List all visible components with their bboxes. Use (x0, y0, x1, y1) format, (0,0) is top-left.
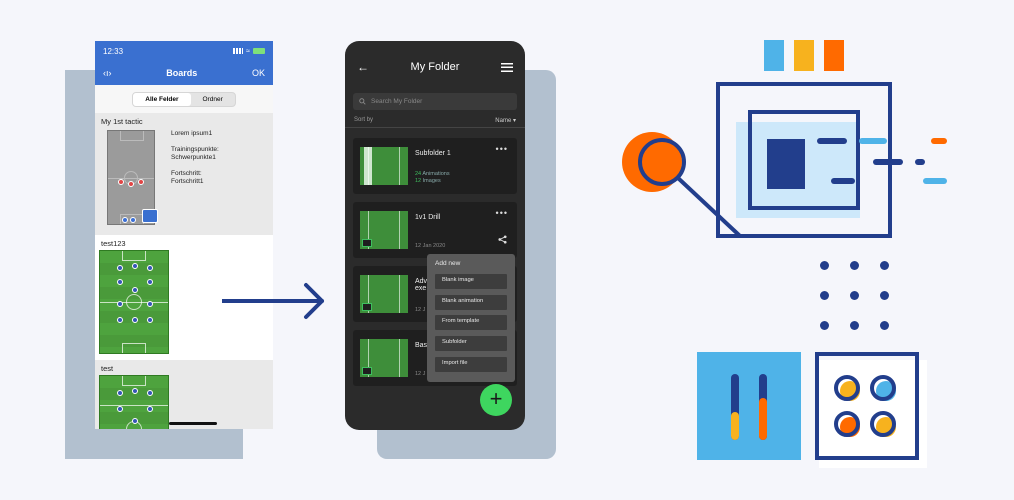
grid-dot (820, 321, 829, 330)
magnifier-illustration (622, 82, 947, 238)
menu-title: Add new (435, 260, 461, 267)
status-icons: ≈ (233, 48, 265, 55)
card-date: 12 J (415, 307, 426, 313)
search-icon (359, 98, 366, 105)
grid-dot (880, 261, 889, 270)
status-bar: 12:33 ≈ (95, 41, 273, 61)
grid-dot (850, 261, 859, 270)
deco-bar-sky (764, 40, 784, 71)
sort-value: Name (495, 118, 512, 124)
sort-label: Sort by (354, 117, 374, 123)
info-line: Lorem ipsum1 (171, 130, 213, 137)
search-input[interactable]: Search My Folder (353, 93, 517, 110)
status-time: 12:33 (103, 46, 124, 56)
deco-bar-amber (794, 40, 814, 71)
grid-dot (820, 261, 829, 270)
sort-select[interactable]: Name ▾ (495, 117, 516, 124)
info-line: Fortschritt1 (171, 178, 204, 185)
card-date: 12 J (415, 371, 426, 377)
deco-bar-orange (824, 40, 844, 71)
wifi-icon: ≈ (246, 47, 250, 55)
player-marker (128, 181, 134, 187)
nav-back-button[interactable]: ‹ı› (103, 68, 112, 78)
play-icon (362, 367, 372, 375)
folder-title: My Folder (410, 61, 460, 73)
card-title: Bas (415, 342, 428, 349)
info-line: Schwerpunkte1 (171, 154, 216, 161)
segment-all-fields[interactable]: Alle Felder (133, 92, 191, 106)
more-icon[interactable]: ••• (495, 144, 508, 154)
signal-icon (233, 48, 244, 54)
boards-phone: 12:33 ≈ ‹ı› Boards OK Alle Felder Ordner… (95, 41, 273, 429)
page-title: Boards (166, 68, 198, 78)
card-title: 1v1 Drill (415, 214, 441, 221)
player-marker (118, 179, 124, 185)
board-item[interactable]: test (95, 360, 273, 429)
segment-control-wrap: Alle Felder Ordner (95, 85, 273, 113)
card-title: Subfolder 1 (415, 150, 451, 157)
share-icon[interactable] (498, 235, 507, 244)
board-item[interactable]: My 1st tactic Lorem ipsum1 Trainingspunk… (95, 113, 273, 235)
card-thumbnail (360, 147, 408, 185)
menu-icon[interactable] (501, 62, 513, 72)
folder-card[interactable]: Subfolder 1 ••• 24 Animations 12 Images (353, 138, 517, 194)
menu-item-blank-image[interactable]: Blank image (435, 274, 507, 289)
player-marker (130, 217, 136, 223)
play-icon (362, 239, 372, 247)
ok-button[interactable]: OK (251, 68, 265, 78)
menu-item-from-template[interactable]: From template (435, 315, 507, 331)
menu-item-blank-animation[interactable]: Blank animation (435, 294, 507, 310)
card-stat: 12 Images (415, 178, 441, 184)
info-line: Fortschritt: (171, 170, 202, 177)
player-marker (138, 179, 144, 185)
video-icon (142, 209, 158, 223)
nav-bar: ‹ı› Boards OK (95, 61, 273, 85)
sort-row: Sort by Name ▾ (345, 110, 525, 128)
grid-dot (880, 321, 889, 330)
segment-folders[interactable]: Ordner (202, 95, 223, 103)
grid-dot (820, 291, 829, 300)
more-icon[interactable]: ••• (495, 208, 508, 218)
segment-control: Alle Felder Ordner (132, 91, 236, 107)
back-icon[interactable]: ← (357, 60, 369, 74)
board-title: test (101, 364, 114, 373)
card-date: 12 Jan 2020 (415, 243, 446, 249)
search-placeholder: Search My Folder (371, 98, 423, 105)
board-item[interactable]: test123 (95, 235, 273, 360)
folder-header: ← My Folder (345, 41, 525, 93)
board-title: My 1st tactic (101, 117, 143, 126)
sliders-dials-illustration (697, 352, 927, 468)
battery-icon (253, 48, 265, 54)
grid-dot (850, 291, 859, 300)
card-stat: 24 Animations (415, 171, 450, 177)
card-thumbnail (360, 211, 408, 249)
arrow-right-icon (222, 283, 324, 319)
board-info: Lorem ipsum1 Trainingspunkte: Schwerpunk… (171, 130, 219, 186)
animation-card[interactable]: 1v1 Drill ••• 12 Jan 2020 (353, 202, 517, 258)
grid-dot (850, 321, 859, 330)
camera-icon (362, 303, 372, 311)
add-new-menu: Add new Blank image Blank animation From… (427, 254, 515, 382)
pitch-thumbnail (99, 375, 169, 429)
card-thumbnail (360, 339, 408, 377)
add-button[interactable]: + (480, 384, 512, 416)
grid-dot (880, 291, 889, 300)
player-marker (122, 217, 128, 223)
menu-item-subfolder[interactable]: Subfolder (435, 336, 507, 352)
chevron-down-icon: ▾ (512, 118, 516, 124)
board-title: test123 (101, 239, 126, 248)
info-line: Trainingspunkte: (171, 146, 219, 153)
card-thumbnail (360, 275, 408, 313)
pitch-thumbnail (99, 250, 169, 354)
home-indicator (169, 422, 217, 425)
menu-item-import-file[interactable]: Import file (435, 356, 507, 372)
